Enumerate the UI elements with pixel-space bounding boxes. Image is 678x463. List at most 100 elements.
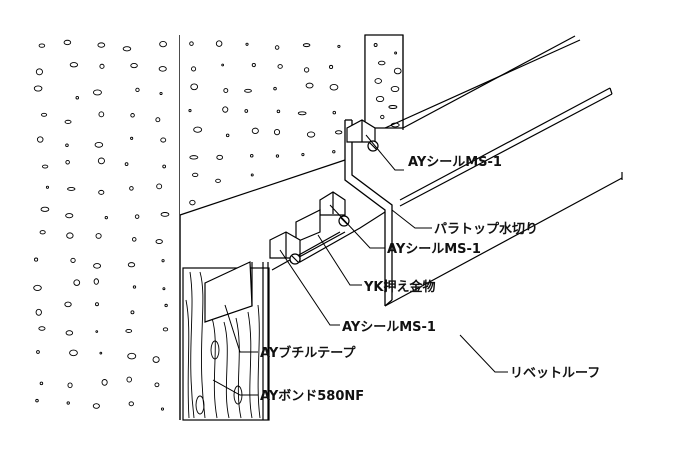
aggregate-dot	[189, 199, 196, 206]
sealant-bead-mid	[295, 191, 346, 243]
aggregate-dot	[104, 216, 108, 220]
concrete-parapet-slab	[179, 35, 366, 216]
aggregate-dot	[160, 407, 165, 411]
leader-ay-bond	[212, 379, 258, 396]
aggregate-dot	[222, 106, 229, 113]
label-ay-seal-mid: AYシールMS-1	[387, 242, 481, 257]
leader-ay-seal-bottom	[279, 249, 340, 326]
wood-grain	[185, 271, 261, 419]
aggregate-dot	[244, 88, 252, 93]
aggregate-dot	[38, 326, 46, 331]
aggregate-dot	[40, 206, 50, 212]
aggregate-dot	[126, 376, 132, 383]
aggregate-dot	[377, 60, 386, 66]
aggregate-dot	[301, 153, 305, 157]
aggregate-dot	[134, 214, 140, 219]
aggregate-dot	[122, 46, 132, 52]
aggregate-dot	[332, 150, 336, 154]
aggregate-dot	[67, 187, 76, 191]
aggregate-dot	[189, 155, 199, 160]
aggregate-dot	[388, 105, 398, 109]
aggregate-dot	[95, 233, 102, 239]
aggregate-dot	[45, 185, 50, 189]
aggregate-dot	[306, 131, 316, 138]
aggregate-dot	[245, 42, 249, 46]
leader-butyl-tape	[224, 304, 258, 353]
leader-ay-seal-top	[365, 134, 404, 171]
aggregate-dot	[302, 43, 311, 48]
aggregate-dot	[98, 189, 105, 195]
aggregate-dot	[64, 301, 72, 308]
aggregate-dot	[70, 257, 76, 263]
aggregate-dot	[221, 63, 224, 67]
aggregate-dot	[303, 67, 310, 73]
aggregate-dot	[244, 109, 249, 113]
aggregate-dot	[155, 239, 163, 245]
label-parapet-flashing: パラトップ水切り	[434, 221, 538, 237]
concrete-aggregate-left	[33, 39, 170, 411]
aggregate-dot	[215, 40, 223, 47]
concrete-aggregate-block	[373, 43, 402, 128]
aggregate-dot	[297, 111, 307, 116]
aggregate-dot	[35, 398, 39, 403]
label-ay-seal-top: AYシールMS-1	[408, 155, 502, 170]
labels: AYシールMS-1 パラトップ水切り AYシールMS-1 YK押え金物 AYシー…	[260, 155, 600, 404]
aggregate-dot	[63, 39, 72, 46]
aggregate-dot	[159, 40, 167, 48]
aggregate-dot	[41, 164, 49, 169]
aggregate-dot	[65, 159, 70, 165]
aggregate-dot	[128, 401, 134, 407]
aggregate-dot	[99, 351, 103, 355]
aggregate-dot	[35, 308, 42, 316]
aggregate-dot	[65, 330, 74, 336]
aggregate-dot	[129, 186, 134, 191]
aggregate-dot	[64, 119, 72, 124]
parapet-flashing-sheet	[384, 35, 623, 307]
aggregate-dot	[65, 143, 69, 148]
butyl-tape	[204, 261, 253, 323]
aggregate-dot	[374, 78, 382, 84]
aggregate-dot	[162, 327, 169, 332]
aggregate-dot	[250, 173, 254, 177]
wood-grain-line	[247, 311, 253, 419]
aggregate-dot	[97, 42, 106, 48]
aggregate-dot	[95, 302, 99, 307]
aggregate-dot	[305, 82, 314, 89]
aggregate-dot	[101, 379, 108, 386]
wood-grain-line	[211, 317, 218, 419]
aggregate-dot	[390, 85, 400, 93]
aggregate-dot	[160, 137, 167, 143]
aggregate-dot	[127, 352, 137, 360]
wood-grain-line	[189, 271, 195, 419]
aggregate-dot	[335, 130, 343, 135]
aggregate-dot	[36, 350, 40, 354]
label-ay-bond: AYボンド580NF	[260, 388, 364, 404]
aggregate-dot	[154, 382, 160, 388]
aggregate-dot	[273, 86, 277, 91]
aggregate-dot	[273, 128, 281, 136]
sealant-bead-top	[346, 119, 376, 143]
aggregate-dot	[329, 64, 334, 70]
wood-grain-line	[235, 317, 242, 419]
aggregate-dot	[92, 403, 100, 409]
concrete-aggregate-top	[188, 40, 343, 206]
parapet-block	[364, 34, 404, 130]
aggregate-dot	[98, 111, 105, 118]
concrete-wall-left	[30, 35, 181, 420]
aggregate-dot	[38, 43, 46, 48]
label-ay-seal-bottom: AYシールMS-1	[342, 320, 436, 335]
aggregate-dot	[373, 43, 378, 47]
wood-grain-line	[199, 271, 206, 419]
aggregate-dot	[35, 68, 43, 76]
aggregate-dot	[337, 44, 341, 48]
aggregate-dot	[251, 127, 259, 134]
aggregate-dot	[124, 162, 129, 166]
aggregate-dot	[155, 117, 161, 123]
sealant-bead-bottom	[269, 231, 301, 259]
wood-knot	[210, 340, 220, 360]
aggregate-dot	[164, 303, 168, 308]
aggregate-dot	[66, 232, 74, 239]
aggregate-dot	[99, 63, 105, 69]
aggregate-dot	[216, 154, 224, 160]
aggregate-dot	[65, 213, 74, 219]
